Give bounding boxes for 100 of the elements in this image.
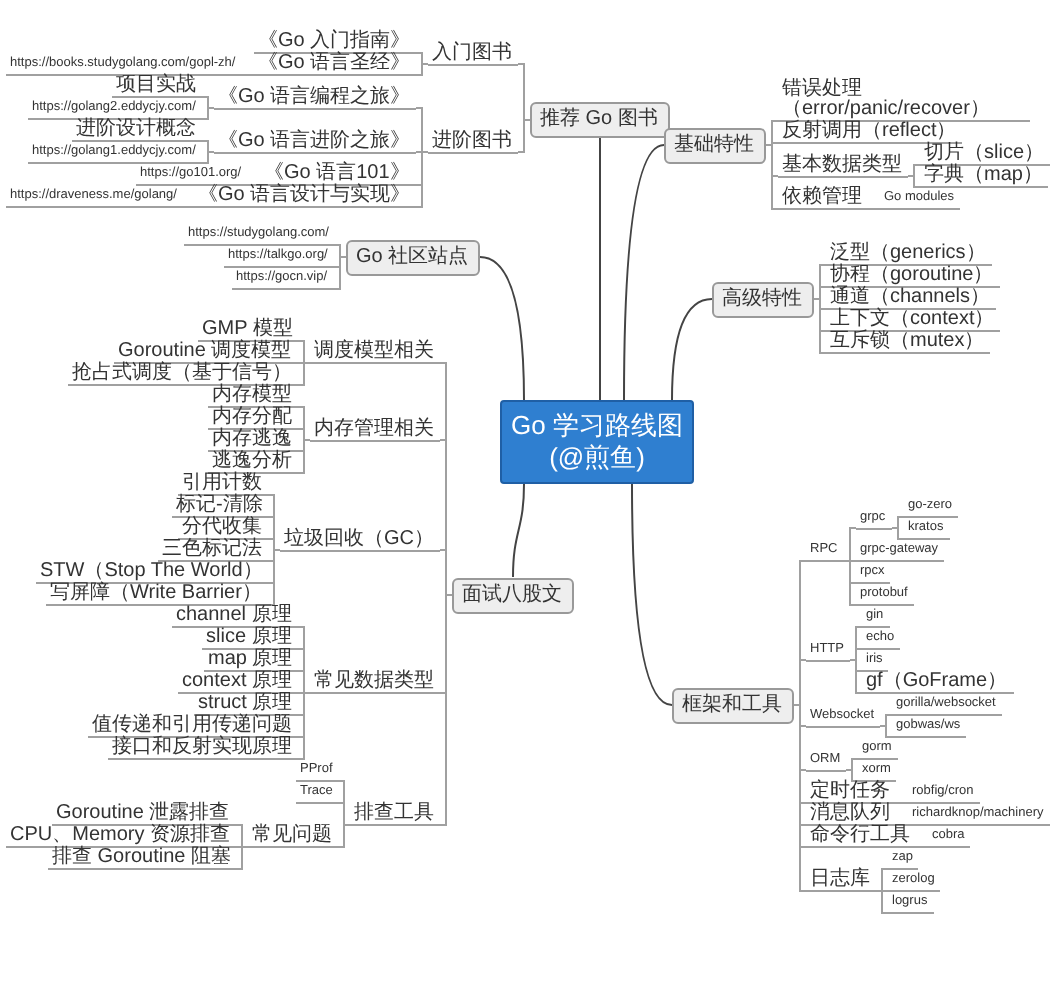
topic-label: 命令行工具 <box>806 826 916 848</box>
connector <box>879 714 893 727</box>
topic-label: 常见数据类型 <box>310 672 440 694</box>
connector <box>879 725 893 738</box>
connector <box>439 549 453 596</box>
connector <box>517 63 531 121</box>
connector <box>765 144 779 210</box>
connector <box>793 704 807 892</box>
connector <box>333 244 347 258</box>
connector <box>201 107 215 120</box>
connector <box>181 206 195 208</box>
topic-label: 互斥锁（mutex） <box>826 332 990 354</box>
connector <box>845 769 859 782</box>
connector <box>875 868 889 892</box>
connector <box>247 184 261 186</box>
connector <box>891 527 905 540</box>
connector <box>415 63 429 76</box>
connector <box>297 692 311 760</box>
topic-label: 错误处理（error/panic/recover） <box>778 80 1030 122</box>
topic-label: 标记-清除 <box>172 496 268 518</box>
connector <box>201 151 215 164</box>
topic-label: 三色标记法 <box>158 540 268 562</box>
topic-label: gf（GoFrame） <box>862 672 1014 694</box>
topic-label: 内存分配 <box>208 408 298 430</box>
connector <box>907 164 921 177</box>
topic-label: 《Go 语言设计与实现》 <box>194 186 416 208</box>
topic-label: Goroutine 调度模型 <box>114 342 298 364</box>
topic-label: 泛型（generics） <box>826 244 992 266</box>
topic-label: STW（Stop The World） <box>36 562 268 584</box>
topic-label: 逃逸分析 <box>208 452 298 474</box>
connector <box>867 208 881 210</box>
topic-label: 基本数据类型 <box>778 155 908 177</box>
topic-label: GMP 模型 <box>198 320 298 342</box>
topic-label: 反射调用（reflect） <box>778 122 962 144</box>
connector <box>765 120 779 146</box>
topic-label: CPU、Memory 资源排查 <box>6 826 236 848</box>
connector <box>843 527 857 562</box>
topic-box: 高级特性 <box>712 281 814 317</box>
topic-label: 调度模型相关 <box>310 342 440 364</box>
topic-label: 入门图书 <box>428 43 518 65</box>
connector <box>849 659 863 694</box>
topic-label: 《Go 语言编程之旅》 <box>214 87 416 109</box>
connector <box>631 483 673 706</box>
topic-label: 《Go 语言101》 <box>260 164 416 186</box>
topic-label: 通道（channels） <box>826 288 996 310</box>
connector <box>267 549 281 606</box>
topic-label: struct 原理 <box>194 694 298 716</box>
topic-label: 上下文（context） <box>826 310 1000 332</box>
connector <box>845 758 859 771</box>
topic-label: map 原理 <box>204 650 298 672</box>
topic-label: 常见问题 <box>248 826 338 848</box>
topic-box: 基础特性 <box>664 127 766 163</box>
connector <box>849 648 863 661</box>
connector <box>235 846 249 870</box>
topic-label: 项目实战 <box>112 76 202 98</box>
connector <box>891 516 905 529</box>
connector <box>241 74 255 76</box>
connector <box>875 890 889 914</box>
connector <box>915 846 929 848</box>
connector <box>907 175 921 188</box>
topic-label: 接口和反射实现原理 <box>108 738 298 760</box>
connector <box>297 340 311 364</box>
connector <box>517 119 531 153</box>
connector <box>235 824 249 848</box>
topic-label: 《Go 语言进阶之旅》 <box>214 131 416 153</box>
topic-label: 进阶设计概念 <box>72 120 202 142</box>
connector <box>337 824 351 848</box>
connector <box>333 256 347 290</box>
topic-label: 《Go 语言圣经》 <box>254 54 416 76</box>
topic-box: 推荐 Go 图书 <box>530 102 670 138</box>
topic-label: 进阶图书 <box>428 131 518 153</box>
connector <box>297 362 311 386</box>
connector <box>813 286 827 300</box>
topic-label: 定时任务 <box>806 782 896 804</box>
topic-label: 抢占式调度（基于信号） <box>68 364 298 386</box>
connector <box>415 107 429 153</box>
topic-label: 值传递和引用传递问题 <box>88 716 298 738</box>
topic-label: 消息队列 <box>806 804 896 826</box>
topic-label: 《Go 入门指南》 <box>254 32 416 54</box>
connector <box>479 256 525 401</box>
topic-label: 垃圾回收（GC） <box>280 529 440 551</box>
connector <box>813 298 827 354</box>
connector <box>671 298 713 401</box>
connector <box>297 670 311 694</box>
connector <box>297 439 311 474</box>
connector <box>843 560 857 606</box>
connector <box>415 151 429 208</box>
topic-label: 依赖管理 <box>778 188 868 210</box>
topic-label: 日志库 <box>806 870 876 892</box>
connector <box>793 659 807 706</box>
connector <box>297 428 311 441</box>
connector <box>512 483 525 578</box>
topic-label: 写屏障（Write Barrier） <box>46 584 268 606</box>
topic-label: 排查工具 <box>350 804 440 826</box>
connector <box>623 144 665 401</box>
connector <box>337 802 351 826</box>
central-topic-box: Go 学习路线图 (@煎鱼) <box>500 400 694 484</box>
topic-label: Goroutine 泄露排查 <box>52 804 236 826</box>
topic-label: 内存模型 <box>208 386 298 408</box>
topic-box: 框架和工具 <box>672 687 794 723</box>
